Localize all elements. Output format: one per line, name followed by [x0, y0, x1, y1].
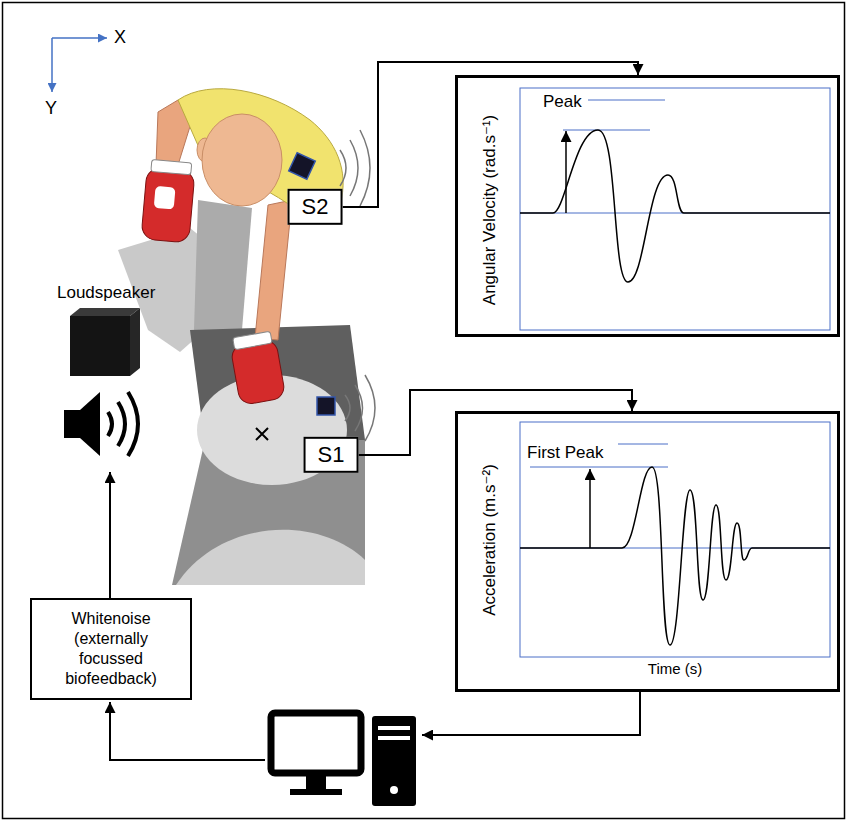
axis-label: X	[114, 28, 126, 48]
title-line	[588, 100, 665, 101]
peak-line	[530, 467, 668, 468]
computer-tower	[378, 736, 410, 740]
node-text: Whitenoise (externally focussed biofeedb…	[52, 609, 170, 689]
sound-wave	[108, 412, 112, 436]
node-text: S2	[302, 194, 329, 220]
x-axis-arrow	[52, 37, 107, 39]
signal-curve	[520, 467, 830, 645]
signal-wave	[345, 395, 350, 421]
feedback-box: Whitenoise (externally focussed biofeedb…	[30, 598, 192, 700]
plot-frame	[520, 422, 830, 657]
computer-stand	[290, 789, 342, 795]
boxer-arm	[255, 200, 292, 340]
signal-wire	[110, 702, 265, 760]
computer-stand	[306, 776, 326, 790]
signal-wave	[360, 130, 370, 206]
computer-tower	[372, 716, 416, 806]
sensor	[289, 153, 316, 180]
loudspeaker-cube	[70, 316, 130, 376]
chart-text: Time (s)	[648, 660, 702, 678]
sensor	[317, 397, 335, 415]
chart-text: Angular Velocity (rad.s⁻¹)	[480, 115, 500, 305]
sound-wave	[118, 402, 125, 446]
figure-shadow	[194, 200, 252, 330]
boxing-glove	[141, 159, 196, 243]
node-text: S1	[318, 442, 345, 468]
glove-cuff	[151, 159, 192, 174]
signal-wave	[350, 140, 358, 196]
glove-cuff	[233, 331, 273, 349]
signal-wire	[422, 692, 640, 735]
figure-border	[3, 3, 845, 819]
loudspeaker-cube	[70, 308, 140, 316]
punch-bag	[176, 530, 365, 585]
chart-panel: First PeakAcceleration (m.s⁻²) Time (s)	[455, 411, 840, 692]
plot-frame	[520, 88, 830, 330]
signal-wave	[365, 375, 375, 441]
sensor-label-box: S1	[304, 437, 359, 473]
peak-line	[563, 130, 650, 131]
signal-curve	[520, 130, 830, 282]
device-label: Loudspeaker	[57, 284, 155, 303]
peak-arrow	[565, 131, 567, 213]
chart-text: Peak	[543, 92, 582, 112]
speaker-icon	[64, 410, 80, 438]
sound-wave	[128, 392, 138, 456]
signal-wire	[109, 472, 111, 598]
boxer-head	[202, 114, 282, 206]
peak-arrow	[589, 469, 591, 548]
boxer-torso	[178, 89, 343, 220]
boxing-glove	[229, 331, 286, 406]
computer-tower	[378, 726, 410, 730]
axis-label: Y	[45, 99, 57, 119]
impact-mark	[256, 428, 268, 440]
computer-monitor	[271, 713, 361, 773]
signal-wave	[355, 385, 363, 431]
y-axis-arrow	[51, 38, 53, 92]
title-line	[618, 444, 668, 445]
loudspeaker-cube	[130, 308, 140, 376]
chart-text: First Peak	[527, 443, 604, 463]
signal-wave	[340, 150, 346, 186]
boxing-glove	[141, 167, 195, 243]
computer-tower	[390, 786, 398, 794]
chart-text: Acceleration (m.s⁻²)	[480, 464, 500, 616]
speaker-icon	[80, 392, 100, 456]
glove-patch	[154, 186, 176, 210]
sensor-label-box: S2	[288, 189, 343, 225]
chart-panel: PeakAngular Velocity (rad.s⁻¹)	[455, 75, 840, 337]
